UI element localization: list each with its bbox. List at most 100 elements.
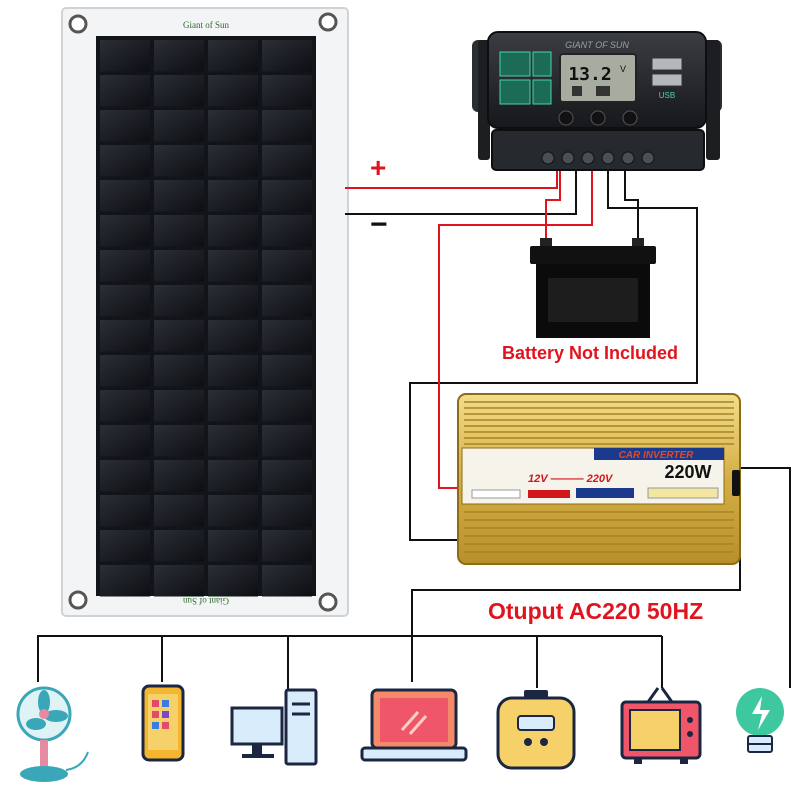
solar-cell	[100, 460, 150, 492]
solar-panel: Giant of Sun Giant of Sun	[61, 7, 349, 617]
solar-cell	[100, 355, 150, 387]
output-note: Otuput AC220 50HZ	[488, 598, 704, 624]
solar-cell	[154, 75, 204, 107]
solar-cell	[262, 215, 312, 247]
solar-cell	[154, 180, 204, 212]
distribution-bus	[37, 635, 662, 682]
terminal-screw	[581, 151, 595, 165]
charge-controller: GIANT OF SUN 13.2 V USB	[472, 31, 722, 171]
solar-cell	[154, 320, 204, 352]
solar-cell	[208, 75, 258, 107]
solar-cell	[154, 285, 204, 317]
output-wire	[740, 467, 791, 688]
panel-brand-bottom: Giant of Sun	[183, 596, 229, 606]
solar-cell	[262, 40, 312, 72]
panel-negative-wire	[345, 165, 577, 215]
solar-cell	[100, 530, 150, 562]
car-inverter: CAR INVERTER 12V ——— 220V 220W	[457, 393, 741, 565]
panel-cell-grid	[100, 40, 312, 597]
solar-cell	[100, 40, 150, 72]
solar-cell	[208, 250, 258, 282]
protect-icon	[532, 79, 552, 105]
solar-cell	[208, 215, 258, 247]
solar-cell	[208, 110, 258, 142]
solar-cell	[262, 320, 312, 352]
inverter-switch	[732, 470, 740, 496]
solar-cell	[100, 425, 150, 457]
mcu-control-icon	[499, 51, 531, 77]
terminal-screw	[601, 151, 615, 165]
solar-cell	[208, 180, 258, 212]
controller-button-right	[622, 110, 638, 126]
solar-cell	[208, 285, 258, 317]
solar-cell	[208, 495, 258, 527]
solar-cell	[262, 425, 312, 457]
solar-cell	[100, 285, 150, 317]
solar-cell	[100, 250, 150, 282]
settable-voltage-icon	[532, 51, 552, 77]
solar-cell	[154, 215, 204, 247]
desktop-computer-icon	[230, 688, 318, 766]
lcd-voltage: 13.2	[568, 64, 611, 85]
solar-cell	[154, 40, 204, 72]
solar-cell	[154, 495, 204, 527]
solar-cell	[154, 565, 204, 597]
panel-positive-wire	[345, 165, 558, 189]
solar-cell	[100, 565, 150, 597]
inverter-power: 220W	[664, 462, 711, 482]
solar-cell	[262, 565, 312, 597]
solar-cell	[262, 180, 312, 212]
solar-cell	[154, 250, 204, 282]
panel-grommet	[68, 590, 88, 610]
solar-cell	[100, 390, 150, 422]
fan-icon	[16, 686, 89, 782]
controller-button-middle	[590, 110, 606, 126]
solar-cell	[262, 460, 312, 492]
battery-negative-wire	[624, 165, 639, 246]
smartphone-icon	[141, 684, 185, 762]
solar-cell	[100, 75, 150, 107]
solar-cell	[208, 565, 258, 597]
solar-cell	[208, 40, 258, 72]
solar-cell	[100, 215, 150, 247]
solar-cell	[208, 425, 258, 457]
usb-port	[651, 57, 683, 71]
inverter-voltage: 12V ——— 220V	[528, 473, 614, 485]
positive-label: +	[370, 152, 387, 183]
solar-cell	[208, 355, 258, 387]
inverter-negative-wire	[409, 165, 698, 541]
solar-cell	[262, 390, 312, 422]
television-icon	[620, 687, 702, 764]
solar-cell	[262, 495, 312, 527]
solar-cell	[154, 110, 204, 142]
solar-cell	[208, 145, 258, 177]
solar-cell	[100, 320, 150, 352]
solar-cell	[100, 145, 150, 177]
rice-cooker-icon	[496, 690, 576, 770]
inverter-title: CAR INVERTER	[619, 450, 695, 461]
solar-cell	[262, 355, 312, 387]
solar-cell	[262, 530, 312, 562]
solar-cell	[100, 110, 150, 142]
lcd-unit: V	[620, 64, 626, 74]
solar-cell	[262, 145, 312, 177]
solar-cell	[100, 495, 150, 527]
solar-cell	[154, 145, 204, 177]
solar-cell	[154, 425, 204, 457]
solar-cell	[154, 355, 204, 387]
solar-cell	[154, 390, 204, 422]
terminal-screw	[541, 151, 555, 165]
solar-cell	[208, 530, 258, 562]
controller-terminals	[491, 129, 705, 171]
battery-not-included-note: Battery Not Included	[502, 343, 679, 363]
solar-cell	[262, 75, 312, 107]
panel-grommet	[68, 14, 88, 34]
solar-cell	[262, 250, 312, 282]
battery-positive-wire	[545, 165, 561, 246]
terminal-screw	[641, 151, 655, 165]
terminal-screw	[561, 151, 575, 165]
panel-grommet	[318, 12, 338, 32]
solar-cell	[154, 460, 204, 492]
solar-cell	[262, 110, 312, 142]
